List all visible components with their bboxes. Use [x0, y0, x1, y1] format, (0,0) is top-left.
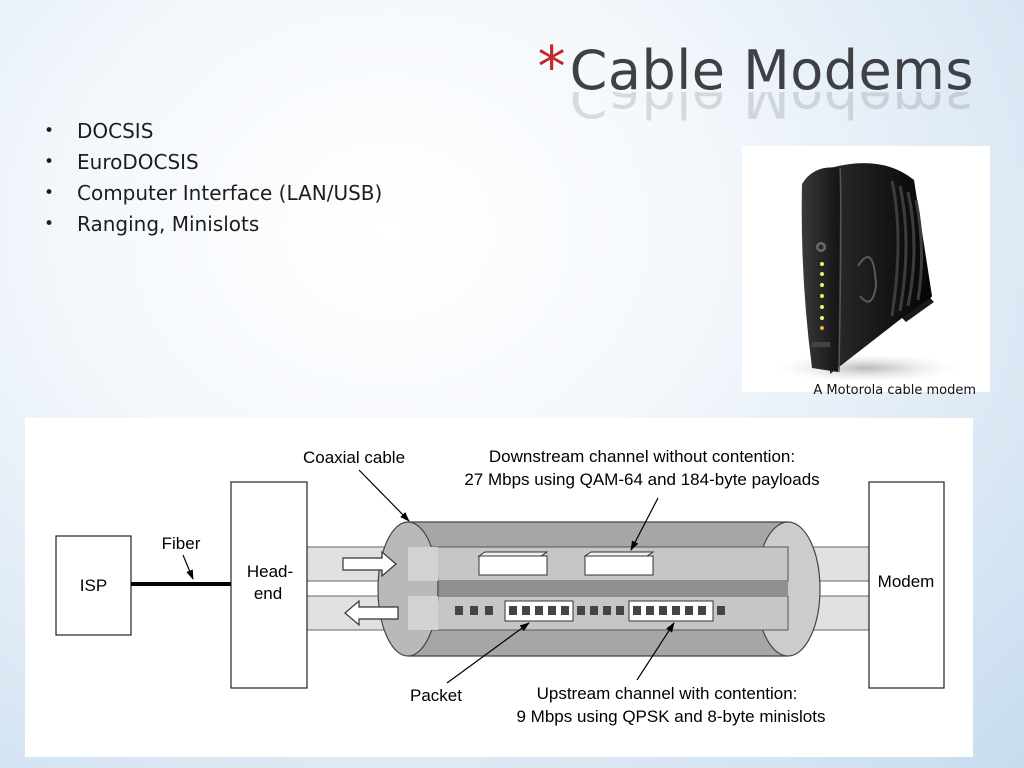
photo-caption: A Motorola cable modem	[813, 383, 976, 398]
bullet-dot-icon: •	[44, 214, 55, 234]
cable-modem-icon	[777, 163, 957, 382]
minislot-mark	[455, 606, 463, 615]
minislot-mark	[698, 606, 706, 615]
bullet-dot-icon: •	[44, 121, 55, 141]
bullet-list: • DOCSIS • EuroDOCSIS • Computer Interface …	[44, 116, 382, 240]
downstream-label-line2: 27 Mbps using QAM-64 and 184-byte payloa…	[464, 470, 819, 489]
upstream-arrow-icon	[344, 599, 399, 627]
bullet-dot-icon: •	[44, 183, 55, 203]
bullet-text: Ranging, Minislots	[77, 212, 260, 236]
modem-box	[868, 481, 945, 689]
minislot-mark	[485, 606, 493, 615]
minislot-mark	[685, 606, 693, 615]
cable-modem-photo	[742, 146, 990, 392]
modem-label: Modem	[878, 572, 935, 591]
isp-box	[55, 535, 132, 636]
bullet-dot-icon: •	[44, 152, 55, 172]
headend-box	[230, 481, 308, 689]
minislot-mark	[646, 606, 654, 615]
minislot-mark	[561, 606, 569, 615]
downstream-label-line1: Downstream channel without contention:	[489, 447, 795, 466]
minislot-mark	[590, 606, 598, 615]
minislot-mark	[509, 606, 517, 615]
downstream-packet	[477, 551, 549, 576]
slide-title: * Cable Modems	[538, 36, 974, 116]
title-asterisk-icon: *	[537, 35, 566, 100]
title-text: Cable Modems	[569, 39, 974, 102]
downstream-arrow-icon	[342, 550, 397, 578]
bullet-text: DOCSIS	[77, 119, 154, 143]
minislot-mark	[548, 606, 556, 615]
minislot-mark	[522, 606, 530, 615]
coaxial-cable-label: Coaxial cable	[303, 448, 405, 467]
minislot-mark	[616, 606, 624, 615]
upstream-label-line2: 9 Mbps using QPSK and 8-byte minislots	[517, 707, 826, 726]
upstream-label-line1: Upstream channel with contention:	[537, 684, 798, 703]
minislot-mark	[535, 606, 543, 615]
headend-label-line1: Head-	[247, 562, 293, 581]
bullet-item: • Computer Interface (LAN/USB)	[44, 178, 382, 209]
coaxial-cable	[377, 521, 821, 657]
headend-label-line2: end	[254, 584, 282, 603]
minislot-mark	[470, 606, 478, 615]
minislot-mark	[633, 606, 641, 615]
bullet-text: EuroDOCSIS	[77, 150, 199, 174]
downstream-packet	[583, 551, 655, 576]
bullet-item: • Ranging, Minislots	[44, 209, 382, 240]
packet-label: Packet	[410, 686, 462, 705]
minislot-mark	[577, 606, 585, 615]
minislot-mark	[672, 606, 680, 615]
minislot-mark	[659, 606, 667, 615]
isp-label: ISP	[80, 576, 107, 595]
upstream-minislots	[455, 600, 725, 622]
bullet-item: • DOCSIS	[44, 116, 382, 147]
minislot-mark	[717, 606, 725, 615]
bullet-item: • EuroDOCSIS	[44, 147, 382, 178]
fiber-label: Fiber	[162, 534, 201, 553]
cable-network-diagram: ISP Fiber Head- end Modem Coaxial cable …	[25, 418, 973, 757]
bullet-text: Computer Interface (LAN/USB)	[77, 181, 383, 205]
minislot-mark	[603, 606, 611, 615]
